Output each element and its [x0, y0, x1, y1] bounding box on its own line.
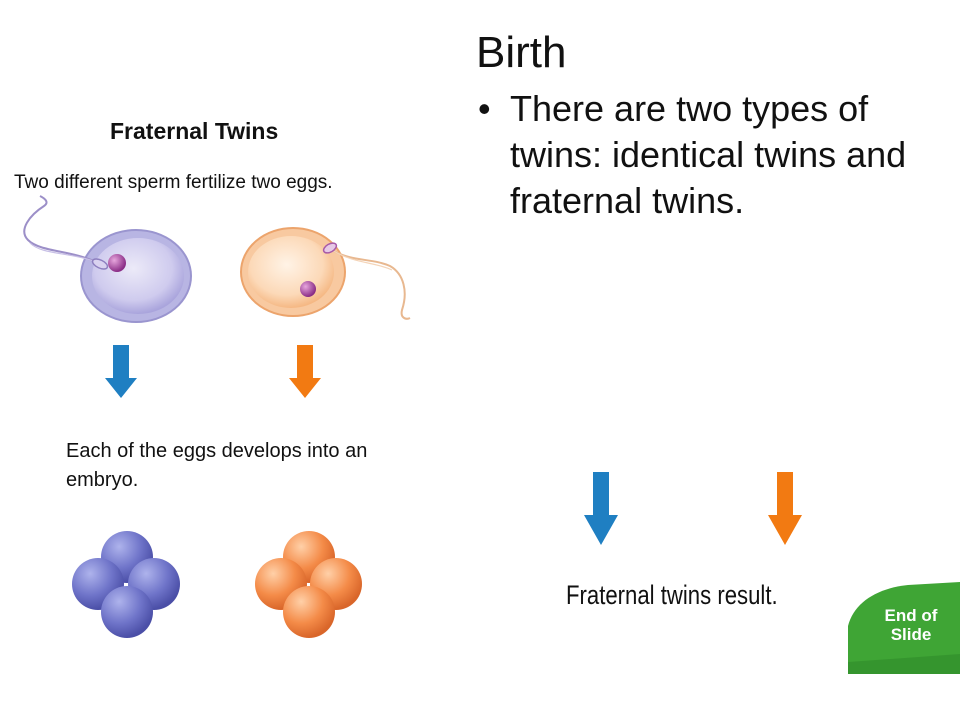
slide-title: Birth: [476, 28, 567, 77]
egg-left-nucleus: [108, 254, 126, 272]
caption-result: Fraternal twins result.: [566, 580, 778, 610]
sperm-left: [23, 195, 109, 270]
end-badge-label: End of Slide: [884, 606, 938, 644]
bullet-dot: •: [478, 88, 491, 129]
egg-right: [240, 227, 346, 317]
end-of-slide-badge[interactable]: End of Slide: [848, 582, 960, 674]
egg-right-nucleus: [300, 281, 316, 297]
arrow-down-icon: [768, 472, 802, 545]
arrow-down-icon: [584, 472, 618, 545]
end-badge-shape: [848, 582, 960, 674]
egg-left: [80, 229, 192, 323]
caption-fertilize: Two different sperm fertilize two eggs.: [14, 172, 333, 193]
figure-heading: Fraternal Twins: [110, 118, 279, 144]
sperm-right: [322, 242, 411, 320]
arrow-down-icon: [105, 345, 137, 398]
arrow-down-icon: [289, 345, 321, 398]
embryo-right: [255, 531, 362, 638]
caption-embryo: Each of the eggs develops into an embryo…: [66, 440, 368, 491]
bullet-text: There are two types of twins: identical …: [510, 88, 907, 221]
embryo-left: [72, 531, 180, 638]
